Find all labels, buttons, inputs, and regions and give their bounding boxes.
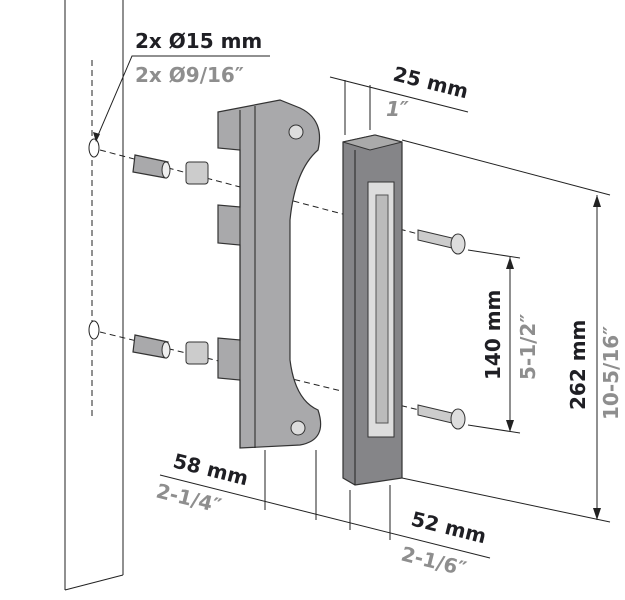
screw-spacing-mm: 140 mm bbox=[481, 290, 505, 380]
keeper-depth-in: 2-1/6″ bbox=[399, 542, 469, 581]
width-in: 1″ bbox=[386, 97, 409, 121]
hole-top bbox=[88, 138, 100, 158]
lock-keeper bbox=[342, 134, 403, 486]
mounting-plate bbox=[217, 99, 322, 449]
nut-top bbox=[185, 161, 209, 185]
height-mm: 262 mm bbox=[566, 320, 590, 410]
screw-top bbox=[417, 229, 466, 255]
hole-bottom bbox=[88, 320, 100, 340]
screw-spacing-in: 5-1/2″ bbox=[516, 314, 540, 380]
hole-diameter-in: 2x Ø9/16″ bbox=[135, 63, 244, 87]
plate-depth-in: 2-1/4″ bbox=[154, 479, 224, 518]
wall-plug-bottom bbox=[132, 334, 171, 359]
screw-bottom bbox=[417, 404, 466, 430]
gate-post bbox=[64, 0, 124, 591]
nut-bottom bbox=[185, 341, 209, 365]
hole-diameter-mm: 2x Ø15 mm bbox=[135, 29, 262, 53]
height-in: 10-5/16″ bbox=[599, 326, 623, 420]
wall-plug-top bbox=[132, 154, 171, 179]
keeper-depth-mm: 52 mm bbox=[409, 507, 489, 549]
